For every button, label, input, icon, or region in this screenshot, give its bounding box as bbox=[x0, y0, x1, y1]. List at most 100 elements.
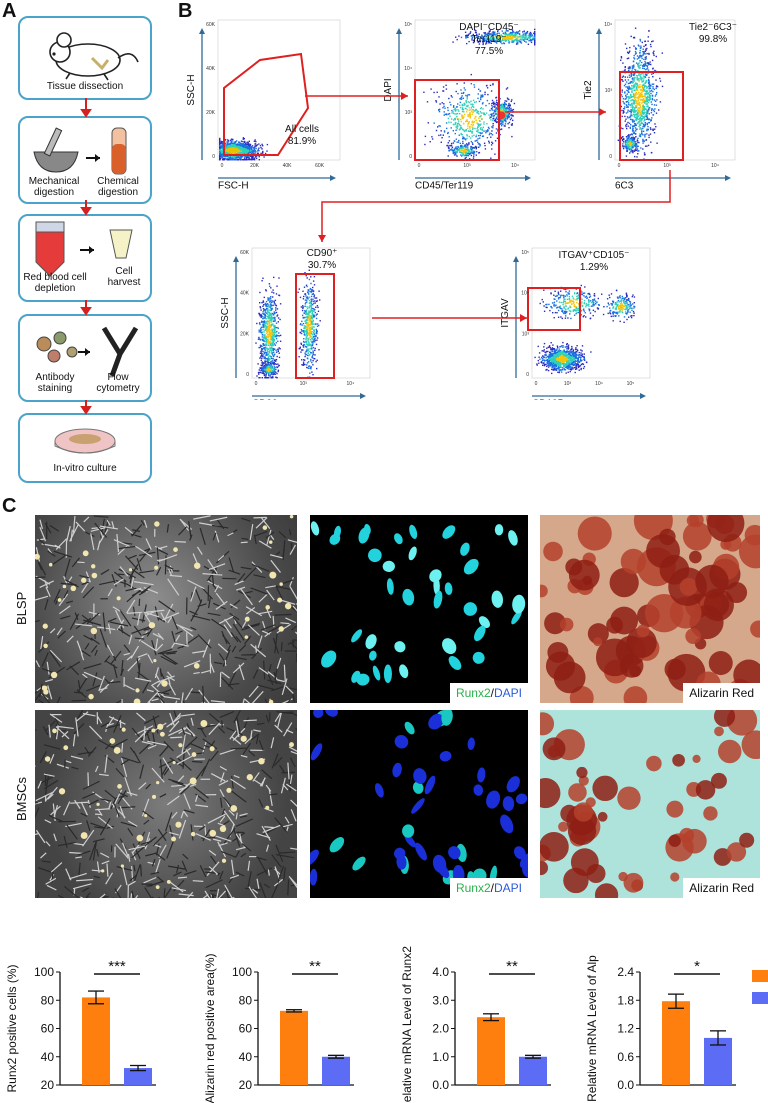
event-dot bbox=[219, 149, 222, 151]
event-dot bbox=[633, 66, 635, 68]
event-dot bbox=[644, 124, 646, 127]
event-dot bbox=[307, 326, 309, 328]
event-dot bbox=[522, 33, 524, 35]
event-dot bbox=[643, 45, 645, 48]
event-dot bbox=[648, 122, 650, 124]
event-dot bbox=[462, 140, 464, 143]
event-dot bbox=[454, 110, 457, 112]
event-dot bbox=[261, 365, 263, 367]
event-dot bbox=[642, 142, 644, 144]
event-dot bbox=[534, 43, 536, 45]
event-dot bbox=[466, 111, 468, 113]
event-dot bbox=[635, 147, 637, 149]
event-dot bbox=[450, 149, 452, 151]
event-dot bbox=[646, 68, 648, 70]
event-dot bbox=[233, 142, 235, 145]
event-dot bbox=[529, 31, 532, 34]
event-dot bbox=[530, 38, 532, 41]
event-dot bbox=[476, 112, 478, 114]
event-dot bbox=[237, 152, 240, 155]
event-dot bbox=[243, 151, 245, 153]
event-dot bbox=[522, 36, 524, 38]
event-dot bbox=[309, 301, 312, 304]
event-dot bbox=[431, 136, 433, 138]
event-dot bbox=[277, 349, 279, 351]
event-dot bbox=[520, 35, 522, 37]
event-dot bbox=[473, 86, 476, 88]
event-dot bbox=[489, 116, 491, 118]
event-dot bbox=[456, 117, 459, 120]
event-dot bbox=[304, 354, 307, 356]
event-dot bbox=[646, 90, 648, 93]
event-dot bbox=[228, 159, 230, 161]
event-dot bbox=[463, 87, 465, 89]
event-dot bbox=[278, 332, 280, 334]
event-dot bbox=[471, 146, 473, 148]
event-dot bbox=[639, 119, 641, 121]
event-dot bbox=[270, 314, 272, 316]
event-dot bbox=[464, 157, 466, 160]
event-dot bbox=[262, 301, 265, 303]
event-dot bbox=[446, 144, 448, 147]
event-dot bbox=[647, 80, 650, 82]
event-dot bbox=[639, 104, 641, 106]
event-dot bbox=[489, 117, 491, 119]
density-core bbox=[225, 147, 240, 154]
event-dot bbox=[258, 336, 260, 339]
event-dot bbox=[493, 110, 496, 113]
event-dot bbox=[483, 35, 485, 38]
event-dot bbox=[654, 108, 656, 110]
event-dot bbox=[246, 156, 248, 159]
event-dot bbox=[472, 109, 475, 111]
event-dot bbox=[644, 101, 646, 104]
event-dot bbox=[645, 74, 647, 76]
event-dot bbox=[627, 90, 629, 92]
event-dot bbox=[636, 102, 638, 105]
event-dot bbox=[642, 130, 645, 132]
event-dot bbox=[623, 103, 626, 105]
event-dot bbox=[471, 113, 474, 115]
event-dot bbox=[266, 360, 268, 363]
event-dot bbox=[644, 56, 646, 59]
event-dot bbox=[219, 148, 221, 150]
event-dot bbox=[507, 123, 509, 125]
event-dot bbox=[466, 109, 468, 111]
event-dot bbox=[639, 117, 641, 120]
event-dot bbox=[633, 86, 635, 89]
event-dot bbox=[274, 303, 276, 305]
event-dot bbox=[448, 136, 450, 138]
event-dot bbox=[521, 38, 523, 40]
event-dot bbox=[495, 120, 497, 122]
event-dot bbox=[634, 85, 636, 87]
event-dot bbox=[646, 110, 648, 112]
event-dot bbox=[646, 89, 648, 92]
event-dot bbox=[496, 35, 499, 38]
event-dot bbox=[261, 302, 263, 304]
event-dot bbox=[246, 143, 248, 145]
event-dot bbox=[631, 78, 633, 80]
event-dot bbox=[313, 310, 315, 312]
event-dot bbox=[472, 106, 475, 108]
event-dot bbox=[495, 41, 497, 43]
event-dot bbox=[258, 331, 260, 333]
event-dot bbox=[640, 64, 642, 66]
plot-frame bbox=[217, 19, 341, 161]
event-dot bbox=[467, 123, 469, 125]
event-dot bbox=[644, 62, 647, 64]
event-dot bbox=[251, 145, 254, 147]
event-dot bbox=[625, 145, 627, 147]
event-dot bbox=[460, 152, 462, 154]
event-dot bbox=[519, 36, 521, 38]
event-dot bbox=[310, 290, 313, 292]
event-dot bbox=[469, 115, 471, 117]
event-dot bbox=[266, 309, 269, 311]
event-dot bbox=[441, 102, 443, 104]
event-dot bbox=[236, 157, 238, 159]
event-dot bbox=[454, 152, 456, 154]
event-dot bbox=[250, 151, 252, 154]
event-dot bbox=[309, 291, 311, 293]
event-dot bbox=[266, 377, 268, 379]
event-dot bbox=[634, 73, 636, 75]
event-dot bbox=[638, 104, 640, 106]
